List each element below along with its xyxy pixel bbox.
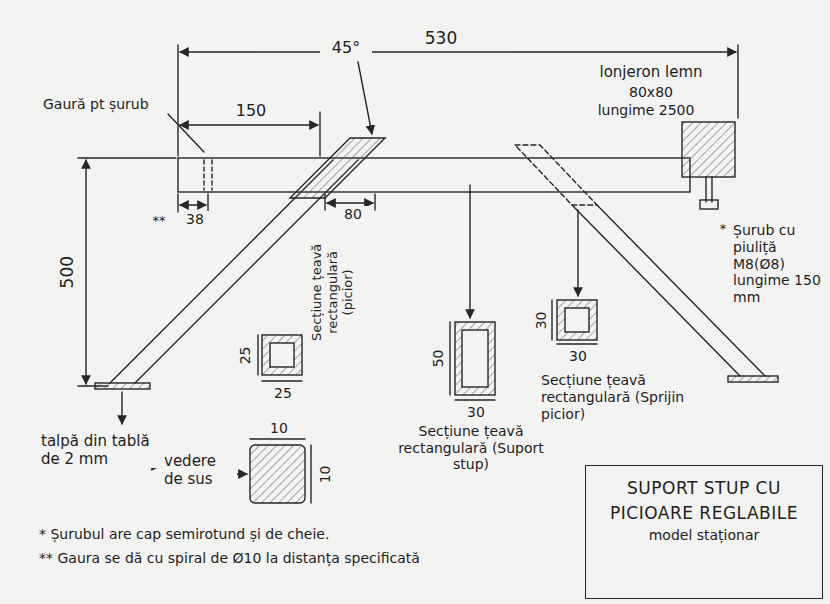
part-length: lungime 2500 xyxy=(590,102,702,119)
note-mark: ** xyxy=(145,213,173,229)
note-mark: * xyxy=(714,221,732,237)
dimension: 25 xyxy=(237,339,254,371)
section-label: Secțiune țeavă rectangulară (Suport stup… xyxy=(385,423,557,473)
subtitle-text: model staționar xyxy=(594,527,814,543)
dimension: 150 xyxy=(225,101,277,120)
hole-note: Gaură pt șurub xyxy=(42,96,172,113)
dimension: 38 xyxy=(179,211,211,228)
bolt-label: Șurub cu piuliță M8(Ø8) lungime 150 mm xyxy=(732,222,826,306)
dimension: 30 xyxy=(562,348,594,365)
footnote: * Șurubul are cap semirotund și de cheie… xyxy=(38,526,570,543)
dimension: 80 xyxy=(337,206,369,223)
dimension: 25 xyxy=(267,385,299,402)
plate-note: talpă din tablă de 2 mm xyxy=(40,432,167,468)
dimension: 500 xyxy=(57,248,77,296)
title-text: SUPORT STUP CU PICIOARE REGLABILE xyxy=(594,476,814,525)
dimension: 530 xyxy=(410,28,472,48)
part-size: 80x80 xyxy=(595,84,707,101)
dimension: 50 xyxy=(430,342,447,374)
part-name: lonjeron lemn xyxy=(580,63,722,81)
footnote: ** Gaura se dă cu spiral de Ø10 la dista… xyxy=(38,550,570,567)
dimension: 30 xyxy=(460,404,492,421)
angle: 45° xyxy=(320,38,372,57)
view-note: vedere de sus xyxy=(163,452,237,488)
title-block: SUPORT STUP CU PICIOARE REGLABILE model s… xyxy=(585,465,823,599)
dimension: 10 xyxy=(263,420,295,437)
section-label: Secțiune țeavă rectangulară (picior) xyxy=(309,231,356,353)
dimension: 30 xyxy=(533,304,550,336)
dimension: 10 xyxy=(317,458,334,490)
section-label: Secțiune țeavă rectangulară (Sprijin pic… xyxy=(540,372,717,422)
